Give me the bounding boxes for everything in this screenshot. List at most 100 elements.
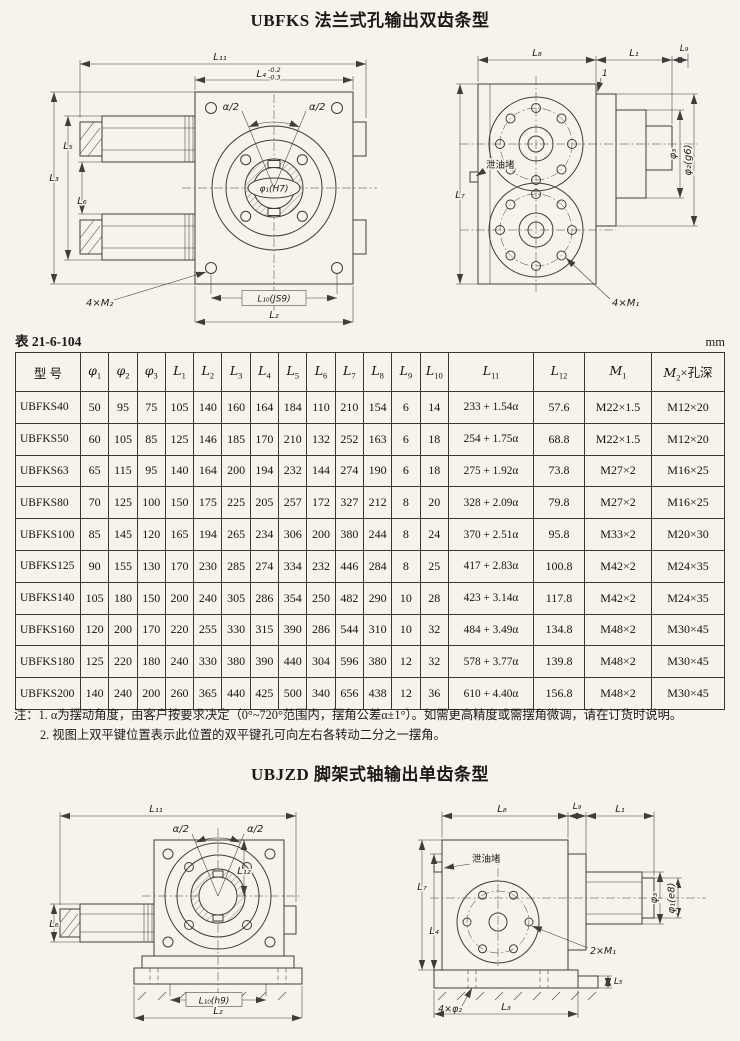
output-shaft	[567, 853, 655, 951]
value-cell: 200	[108, 613, 138, 647]
column-header: L8	[362, 352, 393, 392]
value-cell: 232	[306, 549, 336, 583]
value-cell: 240	[193, 581, 223, 615]
value-cell: 8	[391, 518, 421, 551]
swing-angle-left-label: α/2	[223, 102, 239, 113]
column-header: φ3	[136, 352, 166, 392]
value-cell: 596	[334, 645, 364, 679]
model-cell: UBFKS50	[15, 422, 81, 456]
dim-l10-label: L₁₀(JS9)	[257, 295, 290, 305]
dim-l9-label: L₉	[680, 44, 689, 54]
value-cell: 200	[164, 581, 195, 615]
dim-l6-label: L₆	[77, 196, 87, 207]
value-cell: 254 + 1.75α	[448, 422, 534, 456]
value-cell: 380	[221, 645, 251, 679]
value-cell: 304	[306, 645, 336, 679]
value-cell: 75	[136, 391, 166, 424]
value-cell: 110	[306, 391, 336, 424]
column-header: L11	[448, 352, 534, 392]
value-cell: 194	[193, 518, 223, 551]
value-cell: 205	[249, 486, 280, 520]
value-cell: 380	[334, 518, 364, 551]
value-cell: 144	[306, 454, 336, 488]
oil-plug-label: 泄油堵	[472, 853, 501, 865]
value-cell: 500	[278, 677, 308, 710]
value-cell: 150	[164, 486, 195, 520]
dim-phi2-label: φ₂(g6)	[683, 144, 694, 175]
dim-l7-label: L₇	[417, 882, 427, 893]
value-cell: 274	[334, 454, 364, 488]
table-number: 表 21-6-104	[15, 334, 82, 349]
value-cell: 290	[362, 581, 393, 615]
value-cell: 180	[136, 645, 166, 679]
value-cell: 20	[419, 486, 450, 520]
ubfks-side-view-drawing: L₈ L₁ L₉ 1 L₇ φ₃ φ₂(g6) 泄油堵 4×M₁	[454, 44, 700, 309]
value-cell: 6	[391, 391, 421, 424]
value-cell: 170	[136, 613, 166, 647]
dim-phi3-label: φ₃	[668, 149, 679, 160]
value-cell: 50	[79, 391, 110, 424]
oil-plug-label: 泄油堵	[486, 159, 515, 171]
value-cell: M12×20	[651, 391, 725, 424]
value-cell: 225	[221, 486, 251, 520]
dim-l2-label: L₂	[269, 310, 279, 321]
value-cell: 156.8	[533, 677, 585, 710]
value-cell: 257	[278, 486, 308, 520]
bolt-callout-m1-label: 2×M₁	[590, 946, 616, 957]
model-cell: UBFKS63	[15, 454, 81, 488]
column-header: L9	[391, 352, 421, 392]
value-cell: 265	[221, 518, 251, 551]
dim-l8-label: L₈	[497, 804, 507, 815]
value-cell: 140	[193, 391, 223, 424]
value-cell: 105	[79, 581, 110, 615]
table-caption-row: 表 21-6-104 mm	[15, 330, 725, 350]
value-cell: 120	[79, 613, 110, 647]
gearbox-body	[194, 91, 354, 285]
column-header: M1	[584, 352, 652, 392]
dim-l12-label: L₁₂	[237, 866, 251, 877]
upper-rack	[79, 115, 367, 163]
value-cell: 24	[419, 518, 450, 551]
value-cell: 212	[362, 486, 393, 520]
value-cell: 234	[249, 518, 280, 551]
value-cell: 232	[278, 454, 308, 488]
value-cell: 220	[108, 645, 138, 679]
value-cell: 172	[306, 486, 336, 520]
value-cell: 57.6	[533, 391, 585, 424]
base-hole-callout-label: 4×φ₂	[438, 1004, 462, 1015]
model-cell: UBFKS140	[15, 581, 81, 615]
value-cell: 132	[306, 422, 336, 456]
model-cell: UBFKS40	[15, 391, 81, 424]
value-cell: 8	[391, 549, 421, 583]
value-cell: 90	[79, 549, 110, 583]
dim-phi3-label: φ₃	[649, 893, 660, 904]
value-cell: 146	[193, 422, 223, 456]
value-cell: 154	[362, 391, 393, 424]
value-cell: 12	[391, 645, 421, 679]
value-cell: 210	[278, 422, 308, 456]
chamfer-note-label: 1	[602, 69, 608, 79]
value-cell: 286	[306, 613, 336, 647]
value-cell: 73.8	[533, 454, 585, 488]
gearbox-body-side	[433, 839, 569, 971]
value-cell: 79.8	[533, 486, 585, 520]
value-cell: 36	[419, 677, 450, 710]
dim-l1-label: L₁	[615, 804, 625, 815]
value-cell: 220	[164, 613, 195, 647]
swing-angle-right-label: α/2	[247, 824, 263, 835]
notes-block: 注：1. α为摆动角度，由客户按要求决定（0°~720°范围内，摆角公差α±1°…	[14, 706, 728, 745]
value-cell: 8	[391, 486, 421, 520]
column-header: L5	[278, 352, 308, 392]
value-cell: M16×25	[651, 486, 725, 520]
dim-l8-label: L₈	[532, 48, 542, 59]
value-cell: M22×1.5	[584, 391, 652, 424]
value-cell: 185	[221, 422, 251, 456]
dimension-annotations: L₈ L₁ L₉ 1 L₇ φ₃ φ₂(g6) 泄油堵 4×M₁	[454, 44, 698, 309]
value-cell: 244	[362, 518, 393, 551]
value-cell: 330	[221, 613, 251, 647]
